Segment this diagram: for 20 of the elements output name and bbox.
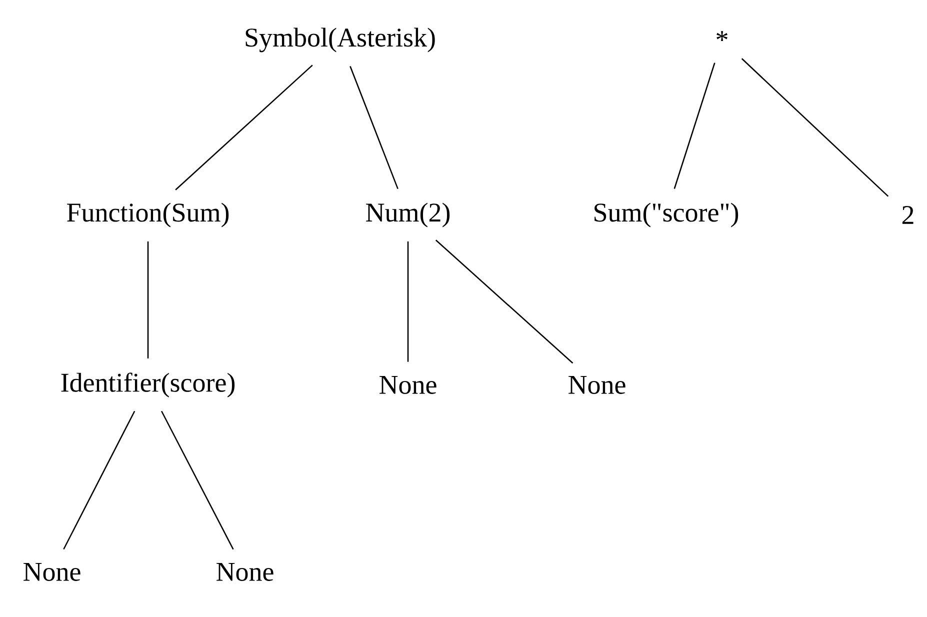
- node-label: 2: [902, 206, 914, 224]
- tree-line: [741, 58, 889, 197]
- tree-line: [160, 410, 234, 550]
- node-label: Sum("score"): [594, 202, 738, 228]
- tree-line: [350, 66, 398, 190]
- tree-line: [63, 410, 136, 550]
- node-label: None: [568, 376, 626, 394]
- node-label: None: [24, 563, 80, 581]
- tree-line: [175, 64, 313, 190]
- tree-line: [147, 241, 149, 358]
- node-label: Num(2): [366, 202, 450, 228]
- node-label: Identifier(score): [61, 372, 235, 398]
- node-label: None: [380, 376, 436, 394]
- node-label: Symbol(Asterisk): [246, 28, 435, 52]
- tree-line: [435, 240, 574, 364]
- node-label: Function(Sum): [67, 202, 229, 228]
- node-label: *: [716, 31, 728, 42]
- node-label: None: [216, 563, 274, 581]
- tree-line: [407, 241, 409, 362]
- tree-line: [674, 62, 716, 189]
